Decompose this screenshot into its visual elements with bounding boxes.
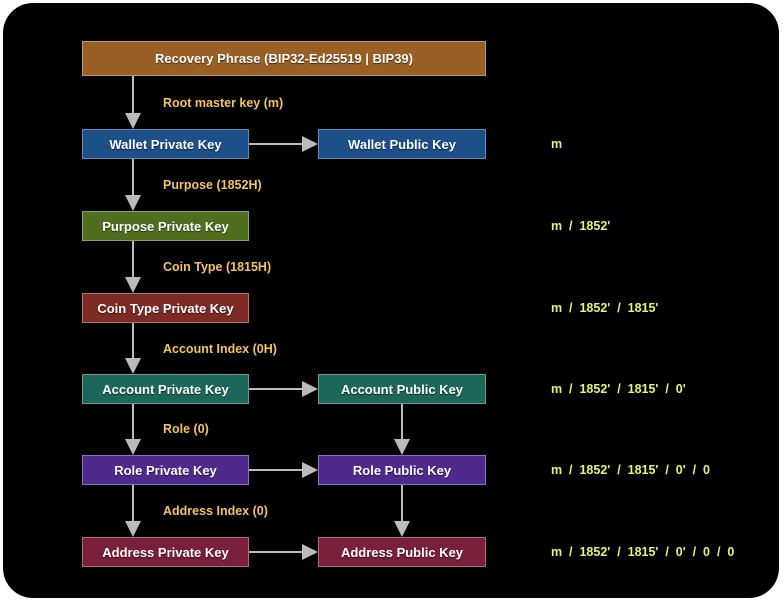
address-public-key-node: Address Public Key: [318, 537, 486, 567]
coin-type-private-key-node: Coin Type Private Key: [82, 293, 249, 323]
edge-label-root: Root master key (m): [163, 96, 284, 110]
edge-label-purpose: Purpose (1852H): [163, 178, 262, 192]
wallet-public-key-node: Wallet Public Key: [318, 129, 486, 159]
path-address: m / 1852' / 1815' / 0' / 0 / 0: [551, 545, 735, 559]
edge-label-role: Role (0): [163, 422, 209, 436]
recovery-phrase-node: Recovery Phrase (BIP32-Ed25519 | BIP39): [82, 41, 486, 76]
account-public-key-node: Account Public Key: [318, 374, 486, 404]
edge-label-account: Account Index (0H): [163, 342, 277, 356]
path-coin-type: m / 1852' / 1815': [551, 301, 659, 315]
path-purpose: m / 1852': [551, 219, 611, 233]
edge-label-coin-type: Coin Type (1815H): [163, 260, 272, 274]
role-private-key-node: Role Private Key: [82, 455, 249, 485]
path-account: m / 1852' / 1815' / 0': [551, 382, 686, 396]
edge-label-address: Address Index (0): [163, 504, 268, 518]
purpose-private-key-node: Purpose Private Key: [82, 211, 249, 241]
account-private-key-node: Account Private Key: [82, 374, 249, 404]
path-wallet: m: [551, 137, 563, 151]
role-public-key-node: Role Public Key: [318, 455, 486, 485]
address-private-key-node: Address Private Key: [82, 537, 249, 567]
wallet-private-key-node: Wallet Private Key: [82, 129, 249, 159]
path-role: m / 1852' / 1815' / 0' / 0: [551, 463, 711, 477]
